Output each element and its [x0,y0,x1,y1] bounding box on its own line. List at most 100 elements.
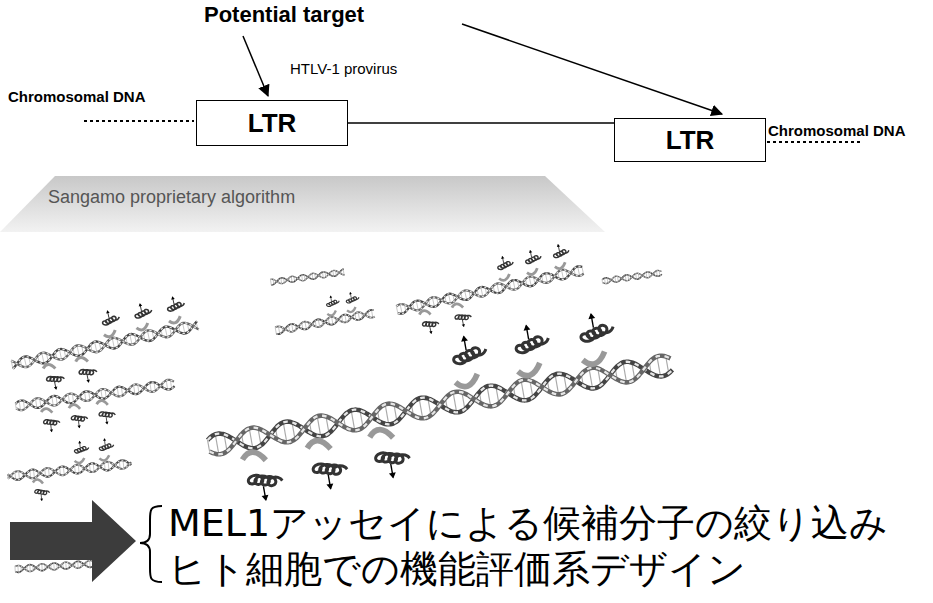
base-pair [529,277,531,287]
contact-arrowhead [171,296,175,300]
contact-arrowhead [103,438,106,441]
zfp-dna-complex [5,436,134,505]
dna-strand [396,266,584,315]
base-pair [95,342,97,353]
dna-strand [275,309,375,334]
zinc-finger [41,407,61,433]
ltr-box: LTR [196,100,348,146]
zfp-dna-complex [5,292,205,397]
contact-arrowhead [462,324,466,327]
contact-arrowhead [77,425,81,428]
contact-arrowhead [329,295,332,298]
beta-sheet [43,363,56,371]
leader-arrow [462,24,722,114]
base-pair [317,416,321,436]
base-pair [582,267,583,274]
contact-arrow [350,292,352,297]
base-pair [358,312,359,320]
base-pair [305,321,306,329]
alpha-helix [455,312,472,321]
zfp-dna-complex [271,289,375,335]
annotation-label: Chromosomal DNA [768,122,906,139]
dna-strand-stripe [11,320,199,370]
beta-sheet [241,450,265,464]
base-pair [59,349,61,360]
contact-arrowhead [349,292,352,295]
contact-arrowhead [78,441,81,444]
zinc-finger [575,310,619,366]
base-pair [400,304,402,314]
contact-arrowhead [528,250,532,253]
base-pair [292,324,293,332]
base-pair [453,392,457,412]
dna-strand [270,269,344,285]
base-pair [283,422,287,442]
chromosome-line [84,120,194,122]
dna-strand [396,266,584,315]
contact-arrowhead [54,386,58,390]
dna-strand [207,354,673,456]
contact-arrowhead [460,335,468,342]
alpha-helix [74,446,89,453]
dna-strand [11,320,199,370]
base-pair [42,353,44,364]
alpha-helix [43,418,60,426]
alpha-helix [167,301,186,311]
dna-strand [602,270,662,284]
alpha-helix [71,414,88,422]
zinc-finger [241,448,285,504]
beta-sheet [499,274,511,281]
contact-arrow [330,296,332,301]
dna-strand-stripe [15,379,175,411]
base-pair [345,314,346,322]
alpha-helix [312,459,347,478]
zinc-finger [448,332,492,388]
base-pair [275,327,276,333]
base-pair [24,357,26,368]
base-pair [53,563,55,570]
annotation-label: Chromosomal DNA [8,88,146,105]
alpha-helix [515,335,550,354]
base-pair [432,297,434,307]
zfp-dna-complex [197,301,682,509]
dna-strand-stripe [602,270,662,284]
beta-sheet [99,455,109,461]
zfp-dna-complex [391,240,590,340]
alpha-helix [553,249,570,258]
dna-strand [15,379,175,411]
dna-strand-stripe [7,459,131,481]
beta-sheet [419,310,431,317]
dna-strand [602,270,662,284]
base-pair [77,345,79,356]
base-pair [29,565,31,572]
base-pair [396,306,397,313]
zinc-finger [33,478,51,502]
base-pair [89,560,91,567]
beta-sheet [451,303,463,310]
base-pair [130,334,132,345]
contact-arrowhead [138,303,142,307]
beta-sheet [369,427,393,441]
zinc-finger [523,248,545,275]
dna-strand [11,320,199,370]
base-pair [371,310,372,318]
beta-sheet [582,351,606,365]
dna-strand [7,459,131,481]
dna-strand [15,559,105,572]
base-pair [481,287,483,297]
zinc-finger [344,291,361,313]
step-text: ヒト細胞での機能評価系デザイン [168,548,746,592]
base-pair [332,317,333,325]
base-pair [183,323,185,334]
zinc-finger [43,362,67,392]
ltr-box: LTR [614,118,766,162]
beta-sheet [347,307,357,313]
dna-strand-stripe [207,354,673,456]
base-pair [487,386,491,406]
beta-sheet [74,458,84,464]
algorithm-band [0,176,605,232]
beta-sheet [41,408,53,415]
base-pair [578,266,580,276]
alpha-helix [422,319,439,328]
alpha-helix [248,471,283,490]
